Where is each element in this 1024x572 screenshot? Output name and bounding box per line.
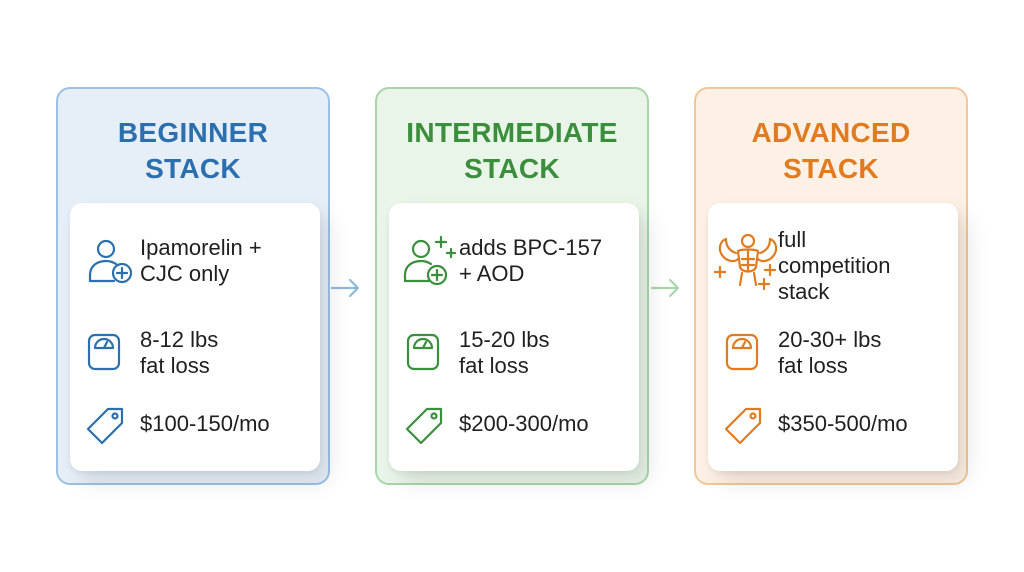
arrow-right-icon (330, 278, 360, 298)
column-title: BEGINNER STACK (117, 117, 269, 184)
stack-card: Ipamorelin + CJC only 8-12 lbs fat loss (70, 203, 320, 471)
price-tag-icon (86, 407, 124, 445)
stack-card: adds BPC-157 + AOD 15-20 lbs fat loss (389, 203, 639, 471)
arrow-right-icon (650, 278, 680, 298)
scale-icon (406, 333, 440, 371)
intermediate-stack-column: INTERMEDIATE STACK adds BPC-157 + AOD (375, 87, 649, 485)
scale-icon (87, 333, 121, 371)
column-title: ADVANCED STACK (751, 117, 911, 184)
flexing-muscle-icon (714, 233, 778, 291)
stack-card: full competition stack 20-30+ lbs fat lo… (708, 203, 958, 471)
price-tag-icon (724, 407, 762, 445)
user-plus-icon (88, 239, 133, 284)
user-plus-icon (403, 235, 457, 286)
price-tag-icon (405, 407, 443, 445)
beginner-stack-column: BEGINNER STACK Ipamorelin + CJC only (56, 87, 330, 485)
scale-icon (725, 333, 759, 371)
advanced-stack-column: ADVANCED STACK full competition (694, 87, 968, 485)
column-title: INTERMEDIATE STACK (406, 117, 618, 184)
